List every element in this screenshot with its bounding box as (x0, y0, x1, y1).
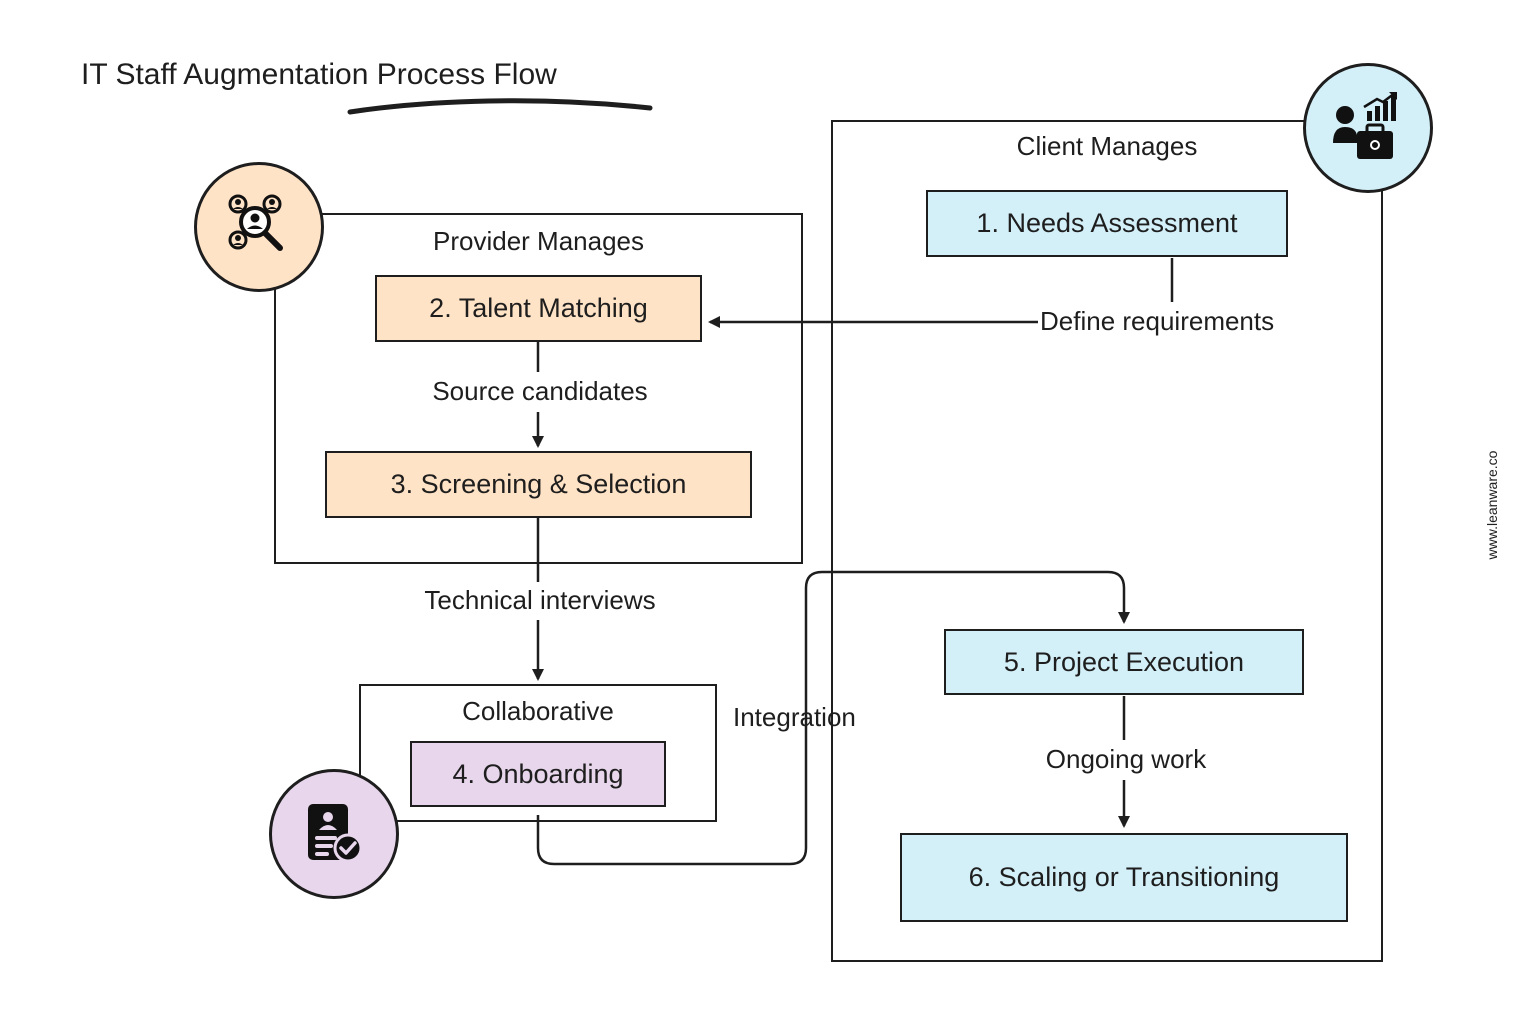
client-group (831, 120, 1383, 962)
talent-search-icon (228, 194, 283, 251)
step-scaling-transitioning[interactable]: 6. Scaling or Transitioning (900, 833, 1348, 922)
collaborative-group-label: Collaborative (462, 696, 614, 726)
step-project-execution[interactable]: 5. Project Execution (944, 629, 1304, 695)
step-onboarding[interactable]: 4. Onboarding (410, 741, 666, 807)
provider-badge (194, 162, 324, 292)
edge-label-integration: Integration (733, 702, 856, 732)
title-underline (347, 98, 653, 115)
diagram-title: IT Staff Augmentation Process Flow (81, 58, 557, 91)
client-group-label: Client Manages (1016, 131, 1198, 161)
edge-label-technical-interviews: Technical interviews (393, 585, 687, 616)
provider-group-label: Provider Manages (433, 226, 644, 256)
business-growth-icon (1333, 92, 1397, 159)
collaborative-badge (269, 769, 399, 899)
provider-group (274, 213, 803, 564)
verified-profile-icon (308, 804, 363, 863)
edge-label-source-candidates: Source candidates (408, 376, 672, 407)
edge-integration (536, 570, 1130, 866)
edge-label-define-requirements: Define requirements (1038, 306, 1277, 337)
watermark: www.leanware.co (1484, 450, 1500, 560)
edge-label-ongoing-work: Ongoing work (1014, 744, 1238, 775)
client-badge (1303, 63, 1433, 193)
step-needs-assessment[interactable]: 1. Needs Assessment (926, 190, 1288, 257)
step-screening-selection[interactable]: 3. Screening & Selection (325, 451, 752, 518)
step-talent-matching[interactable]: 2. Talent Matching (375, 275, 702, 342)
collaborative-group (359, 684, 717, 822)
